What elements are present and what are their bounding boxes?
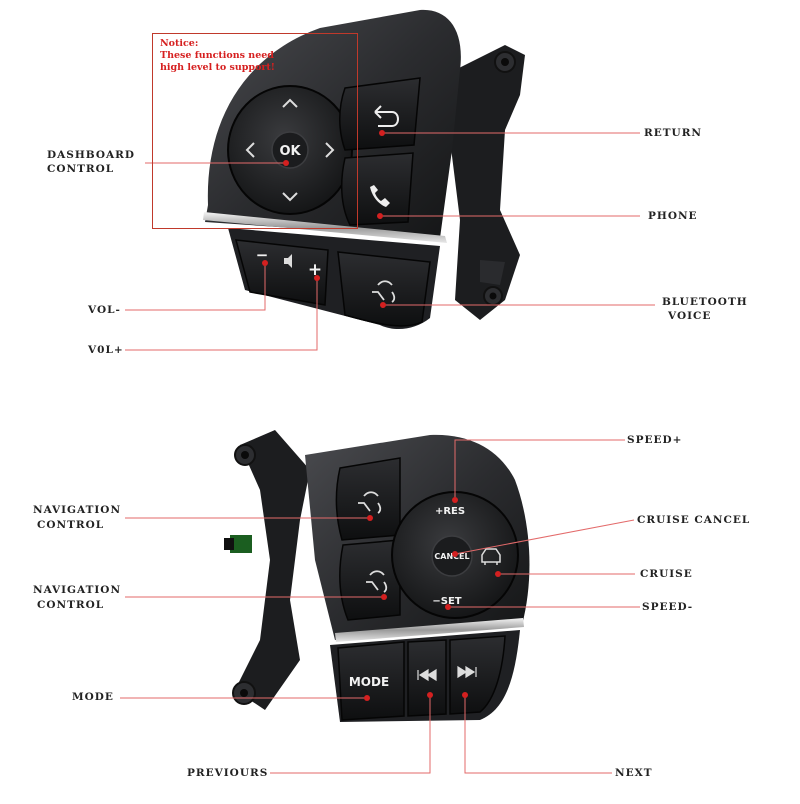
nav-control-2-button <box>338 539 401 621</box>
label-navigation-control-2-line2: CONTROL <box>37 599 105 611</box>
notice-line-1: Notice: <box>160 38 199 49</box>
label-dashboard-control-line1: DASHBOARD <box>47 149 135 161</box>
speaker-icon <box>284 254 292 268</box>
marker-speed-plus <box>452 497 458 503</box>
dpad-left-icon <box>245 142 255 158</box>
label-return: RETURN <box>644 127 703 139</box>
label-vol-minus: VOL- <box>88 304 121 316</box>
marker-cruise-cancel <box>452 551 458 557</box>
nav-control-1-button <box>335 457 401 541</box>
bottom-controller: CANCEL +RES −SET MODE <box>224 430 530 722</box>
label-cruise: CRUISE <box>640 568 693 580</box>
marker-vol-minus <box>262 260 268 266</box>
leader-speed-plus <box>454 439 625 500</box>
label-speed-minus: SPEED- <box>642 601 694 613</box>
marker-dots <box>262 130 501 701</box>
leader-cruise-cancel <box>454 519 635 555</box>
label-vol-plus: V0L+ <box>88 344 124 356</box>
marker-mode <box>364 695 370 701</box>
marker-nav-control-1 <box>367 515 373 521</box>
previous-icon <box>417 668 437 682</box>
vol-plus-glyph: + <box>308 260 322 280</box>
dpad-down-icon <box>282 192 298 202</box>
marker-speed-minus <box>445 604 451 610</box>
phone-button <box>340 152 414 226</box>
cancel-button <box>431 535 473 577</box>
marker-nav-control-2 <box>381 594 387 600</box>
res-button-label: +RES <box>435 506 465 517</box>
bottom-rear-bracket <box>235 430 310 710</box>
marker-previous <box>427 692 433 698</box>
notice-box <box>152 33 358 229</box>
marker-dashboard-control <box>283 160 289 166</box>
leader-vol-minus <box>125 265 266 311</box>
dpad-right-icon <box>325 142 335 158</box>
label-previous: PREVIOURS <box>187 767 269 779</box>
marker-return <box>379 130 385 136</box>
dpad-up-icon <box>282 98 298 108</box>
notice-line-2: These functions need <box>160 50 274 61</box>
next-icon <box>457 665 477 679</box>
marker-vol-plus <box>314 275 320 281</box>
ok-button-label: OK <box>279 144 301 159</box>
bluetooth-voice-button <box>337 251 431 327</box>
leader-next <box>464 695 612 774</box>
marker-bluetooth-voice <box>380 302 386 308</box>
top-controller: OK − + <box>203 9 525 330</box>
label-bluetooth-voice-line1: BLUETOOTH <box>662 296 748 308</box>
notice-text: Notice: These functions need high level … <box>160 38 275 74</box>
nav-voice-icon-1 <box>358 491 382 514</box>
ok-button <box>271 131 309 169</box>
marker-phone <box>377 213 383 219</box>
label-dashboard-control-line2: CONTROL <box>47 163 115 175</box>
voice-icon <box>372 280 396 303</box>
label-speed-plus: SPEED+ <box>627 434 683 446</box>
leader-previous <box>270 695 431 774</box>
nav-voice-icon-2 <box>366 570 388 593</box>
mode-button <box>337 641 405 721</box>
label-next: NEXT <box>615 767 653 779</box>
leader-vol-plus <box>125 280 318 351</box>
return-icon <box>374 105 399 127</box>
return-button <box>339 77 421 151</box>
label-mode: MODE <box>72 691 114 703</box>
green-connector <box>230 535 252 553</box>
phone-icon <box>370 185 390 207</box>
top-rear-bracket <box>450 45 525 320</box>
notice-line-3: high level to support! <box>160 62 275 73</box>
label-phone: PHONE <box>648 210 698 222</box>
top-chrome-strip <box>203 212 447 243</box>
leader-lines <box>120 132 655 774</box>
label-cruise-cancel: CRUISE CANCEL <box>637 514 751 526</box>
vol-button-panel <box>234 239 329 306</box>
set-button-label: −SET <box>432 596 461 607</box>
label-navigation-control-1-line1: NAVIGATION <box>33 504 122 516</box>
cancel-button-label: CANCEL <box>434 552 469 561</box>
mode-button-label: MODE <box>349 675 389 689</box>
label-bluetooth-voice-line2: VOICE <box>668 310 712 322</box>
marker-next <box>462 692 468 698</box>
label-navigation-control-1-line2: CONTROL <box>37 519 105 531</box>
cruise-car-icon <box>481 548 501 565</box>
vol-minus-glyph: − <box>256 246 269 264</box>
marker-cruise <box>495 571 501 577</box>
bottom-chrome-strip <box>335 618 524 642</box>
label-navigation-control-2-line1: NAVIGATION <box>33 584 122 596</box>
